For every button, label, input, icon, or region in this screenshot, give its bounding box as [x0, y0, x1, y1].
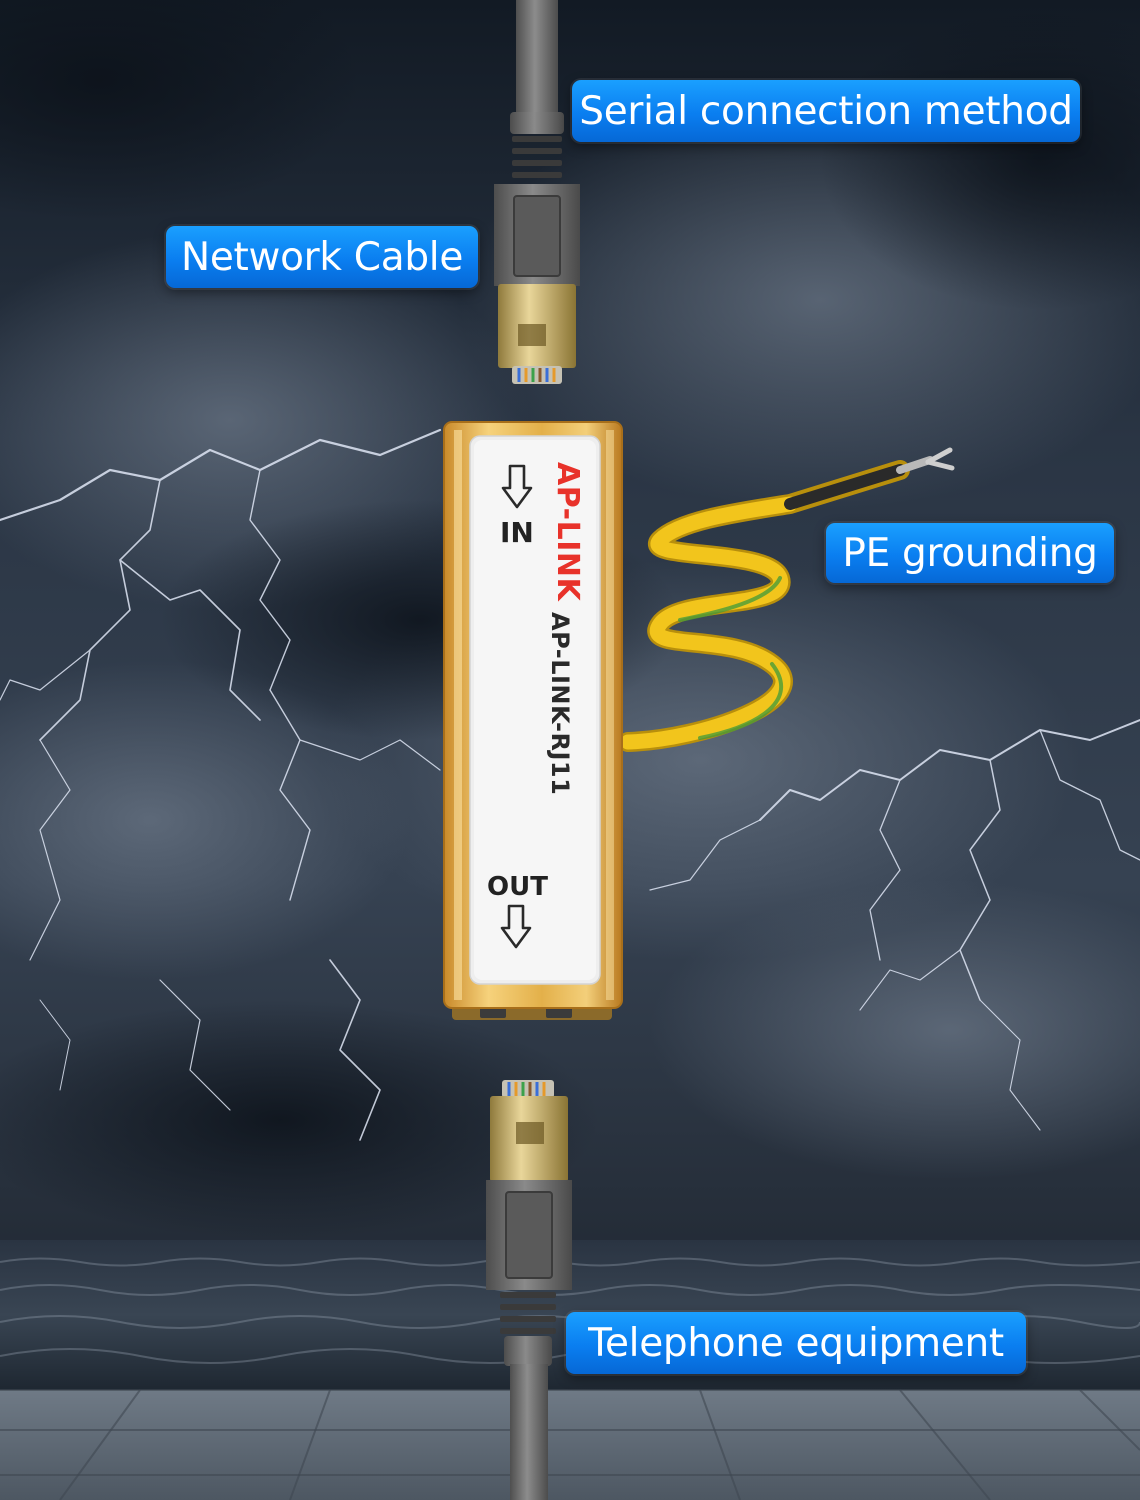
bottom-network-cable [486, 1080, 572, 1500]
surge-protector [443, 421, 623, 1020]
in-label: IN [500, 516, 534, 549]
cloud [650, 880, 1140, 1180]
cloud [0, 660, 410, 980]
floor [0, 1390, 1140, 1500]
model-label: AP-LINK-RJ11 [546, 612, 574, 796]
network-cable-callout: Network Cable [166, 226, 478, 288]
top-network-cable [494, 0, 580, 384]
lightning [0, 428, 1140, 1141]
arrow-down-icon [500, 904, 532, 949]
cloud-shadow [0, 0, 360, 220]
floor-tiles [0, 1389, 1140, 1500]
pe-grounding-callout: PE grounding [826, 523, 1114, 583]
out-label: OUT [487, 872, 548, 902]
arrow-down-icon [501, 464, 533, 509]
serial-connection-callout: Serial connection method [572, 80, 1080, 142]
telephone-equipment-callout: Telephone equipment [566, 1312, 1026, 1374]
brand-label: AP-LINK [550, 462, 585, 602]
cloud-shadow [0, 1000, 600, 1240]
pe-grounding-wire [618, 447, 955, 752]
